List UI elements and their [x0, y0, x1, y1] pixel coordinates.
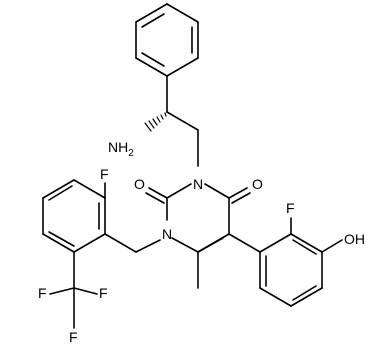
n3-label: N	[193, 176, 203, 192]
aminoethyl-linker	[144, 75, 199, 167]
o4-label: O	[252, 176, 263, 192]
benzyl-aryl-bond	[104, 233, 137, 253]
cf3-fluorine-left: F	[38, 285, 47, 301]
carbonyl-c4	[228, 187, 251, 204]
hydroxyl-label: OH	[344, 231, 365, 247]
carbonyl-c2	[145, 187, 168, 204]
aryl-fluorine-label: F	[100, 166, 109, 182]
pyrimidinedione-ring	[166, 183, 230, 253]
cf3-fluorine-right: F	[99, 285, 108, 301]
hashed-wedge-bond	[144, 112, 167, 132]
phenyl-ring	[135, 3, 199, 77]
trifluoromethyl-group	[49, 251, 98, 329]
fluoro-trifluoromethyl-phenyl-ring	[42, 179, 106, 253]
amine-label: NH2	[108, 139, 134, 159]
biaryl-bond	[228, 233, 261, 253]
hydroxyphenyl-fluorine-label: F	[286, 200, 295, 216]
hydroxyl-bond	[321, 239, 343, 253]
n1-label: N	[162, 226, 172, 242]
fluoro-hydroxyphenyl-ring	[259, 233, 323, 307]
o2-label: O	[134, 176, 145, 192]
cf3-fluorine-bottom: F	[69, 329, 78, 345]
benzyl-ch2-bond	[135, 239, 161, 253]
